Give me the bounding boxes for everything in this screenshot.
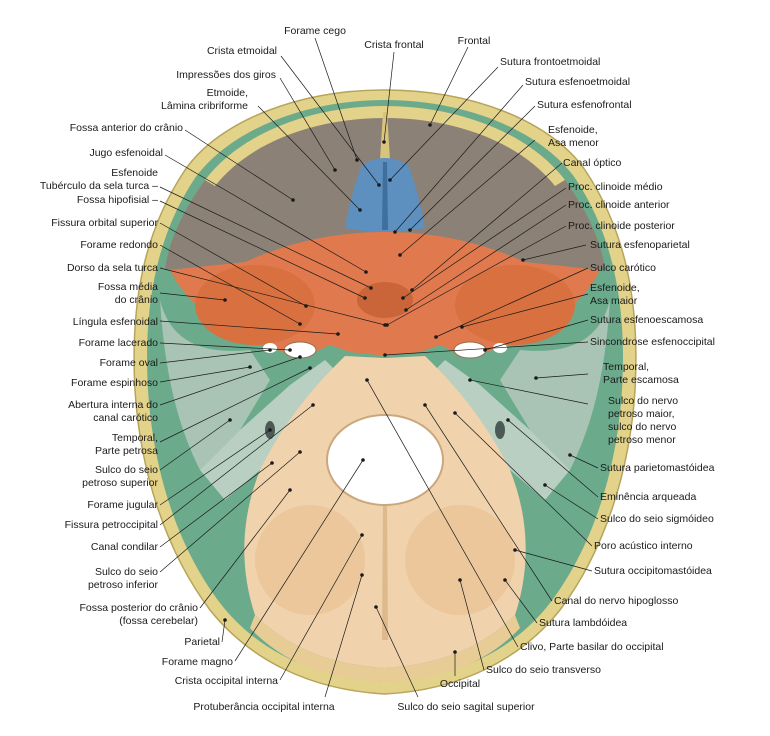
foramen-ovale-right (493, 343, 507, 353)
label-fossa-anterior: Fossa anterior do crânio (70, 122, 183, 134)
label-forame-espinhoso: Forame espinhoso (71, 377, 158, 389)
label-esf-asa-menor-1: Esfenoide, (548, 124, 598, 136)
label-fissura-orbital: Fissura orbital superior (51, 217, 158, 229)
sella-turcica (357, 282, 413, 318)
crista-occipital-interna (382, 505, 388, 640)
label-clinoide-medio: Proc. clinoide médio (568, 181, 663, 193)
label-jugo: Jugo esfenoidal (89, 147, 163, 159)
label-sulco-petr-inf-2: petroso inferior (88, 579, 159, 591)
label-sulco-petroso-4: petroso menor (608, 434, 676, 446)
frontal-rim-highlight (205, 106, 565, 186)
label-forame-magno: Forame magno (162, 656, 233, 668)
label-sulco-petr-sup-2: petroso superior (82, 477, 158, 489)
label-clinoide-posterior: Proc. clinoide posterior (568, 220, 675, 232)
cerebellar-fossa-right (405, 505, 515, 615)
label-sutura-esfenoetmoidal: Sutura esfenoetmoidal (525, 76, 630, 88)
label-fossa-media-1: Fossa média (98, 281, 158, 293)
label-esf-tub-2: Tubérculo da sela turca – (40, 180, 158, 192)
label-crista-occipital: Crista occipital interna (175, 675, 278, 687)
label-sulco-sagital: Sulco do seio sagital superior (397, 701, 535, 713)
label-crista-frontal: Crista frontal (364, 39, 424, 51)
label-temporal-pet-1: Temporal, (112, 432, 158, 444)
label-sutura-esfenoparietal: Sutura esfenoparietal (590, 239, 690, 251)
label-protuberancia: Protuberância occipital interna (193, 701, 334, 713)
label-fossa-posterior-1: Fossa posterior do crânio (80, 602, 199, 614)
label-sutura-esfenofrontal: Sutura esfenofrontal (537, 99, 632, 111)
label-sulco-petroso-3: sulco do nervo (608, 421, 676, 433)
label-crista-etmoidal: Crista etmoidal (207, 45, 277, 57)
label-impressoes-giros: Impressões dos giros (176, 69, 276, 81)
foramen-magnum (326, 414, 444, 506)
label-clinoide-anterior: Proc. clinoide anterior (568, 199, 670, 211)
label-sutura-frontoetmoidal: Sutura frontoetmoidal (500, 56, 600, 68)
middle-fossa-right (455, 265, 575, 345)
label-abertura-1: Abertura interna do (68, 399, 158, 411)
label-canal-hipoglosso: Canal do nervo hipoglosso (554, 595, 678, 607)
label-sulco-transverso: Sulco do seio transverso (486, 664, 601, 676)
labels: Forame cego Crista etmoidal Crista front… (40, 25, 715, 713)
label-sulco-petr-sup-1: Sulco do seio (95, 464, 158, 476)
label-etmoide-2: Lâmina cribriforme (161, 100, 248, 112)
label-forame-redondo: Forame redondo (80, 239, 158, 251)
label-sulco-petroso-2: petroso maior, (608, 408, 675, 420)
label-sulco-petr-inf-1: Sulco do seio (95, 566, 158, 578)
label-poro-acustico: Poro acústico interno (594, 540, 693, 552)
label-lingula: Língula esfenoidal (73, 316, 158, 328)
label-temporal-pet-2: Parte petrosa (95, 445, 158, 457)
leader-dots (223, 123, 572, 654)
crista-etmoidal (382, 162, 388, 230)
label-forame-oval: Forame oval (100, 357, 158, 369)
temporal-squama-left (160, 300, 270, 470)
label-canal-optico: Canal óptico (563, 157, 622, 169)
label-sincondrose: Sincondrose esfenoccipital (590, 336, 715, 348)
label-forame-lacerado: Forame lacerado (79, 337, 159, 349)
label-esf-tub-1: Esfenoide (111, 167, 158, 179)
label-frontal: Frontal (458, 35, 491, 47)
label-temporal-esc-1: Temporal, (603, 361, 649, 373)
label-fissura-petroccipital: Fissura petroccipital (65, 519, 158, 531)
label-esf-asa-menor-2: Asa menor (548, 137, 599, 149)
label-occipital: Occipital (440, 678, 480, 690)
label-sutura-esfenoescamosa: Sutura esfenoescamosa (590, 314, 703, 326)
label-sutura-occipitomastoidea: Sutura occipitomastóidea (594, 565, 712, 577)
label-temporal-esc-2: Parte escamosa (603, 374, 679, 386)
label-clivo: Clivo, Parte basilar do occipital (520, 641, 664, 653)
label-abertura-2: canal carótico (93, 412, 158, 424)
label-forame-jugular: Forame jugular (87, 499, 158, 511)
label-sulco-sigmoideo: Sulco do seio sigmóideo (600, 513, 714, 525)
label-esf-asa-maior-1: Esfenoide, (590, 282, 640, 294)
label-fossa-media-2: do crânio (115, 294, 158, 306)
label-etmoide-1: Etmoide, (207, 87, 248, 99)
label-canal-condilar: Canal condilar (91, 541, 159, 553)
label-eminencia: Eminência arqueada (600, 491, 696, 503)
label-dorso-sela: Dorso da sela turca (67, 262, 158, 274)
label-parietal: Parietal (184, 636, 220, 648)
label-sulco-carotico: Sulco carótico (590, 262, 656, 274)
occipital-rim (250, 615, 520, 682)
label-fossa-hipofisial: Fossa hipofisial – (77, 194, 158, 206)
label-forame-cego: Forame cego (284, 25, 346, 37)
label-sutura-parietomastoidea: Sutura parietomastóidea (600, 462, 715, 474)
middle-fossa-left (195, 265, 315, 345)
label-sutura-lambdoidea: Sutura lambdóidea (539, 617, 627, 629)
jugular-foramen-right (495, 421, 505, 439)
cerebellar-fossa-left (255, 505, 365, 615)
leader-lines (159, 37, 599, 698)
label-esf-asa-maior-2: Asa maior (590, 295, 638, 307)
label-sulco-petroso-1: Sulco do nervo (608, 395, 678, 407)
label-fossa-posterior-2: (fossa cerebelar) (119, 615, 198, 627)
